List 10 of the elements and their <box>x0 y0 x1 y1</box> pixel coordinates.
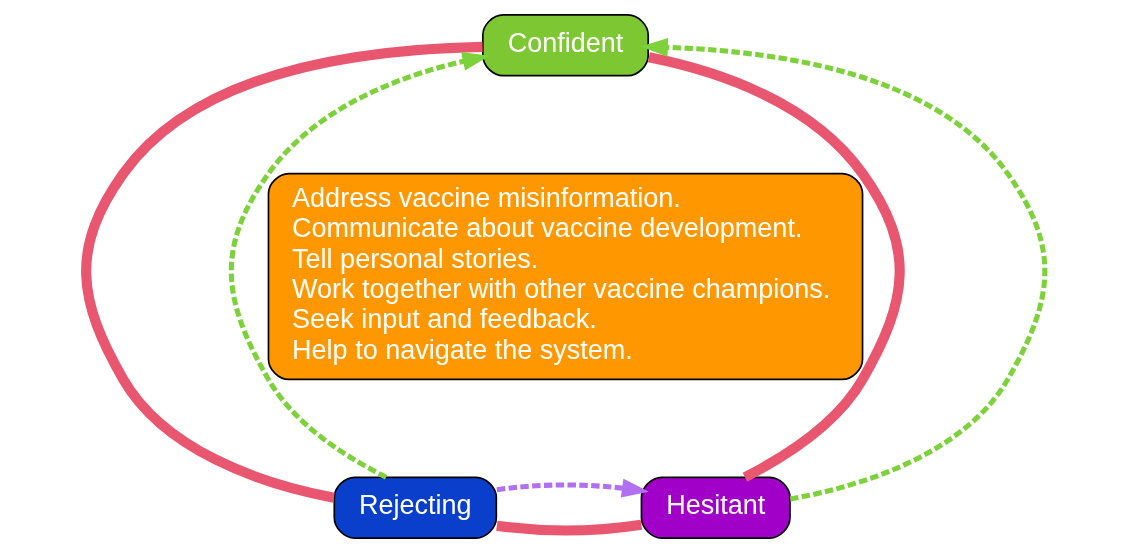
arrow <box>228 52 490 480</box>
node-box: Confident <box>481 14 650 77</box>
arrow <box>640 37 1048 502</box>
connector <box>647 52 905 482</box>
connector <box>81 41 483 503</box>
node-box: Hesitant <box>640 476 791 539</box>
node-box: Rejecting <box>333 476 498 539</box>
node-box: Address vaccine misinformation. Communicate about vaccine development. Tell personal stories. Work together with other vaccine champions. Seek input and feedback. Help to navigate the system. <box>267 172 864 381</box>
connector <box>496 519 643 536</box>
arrow <box>496 478 649 498</box>
